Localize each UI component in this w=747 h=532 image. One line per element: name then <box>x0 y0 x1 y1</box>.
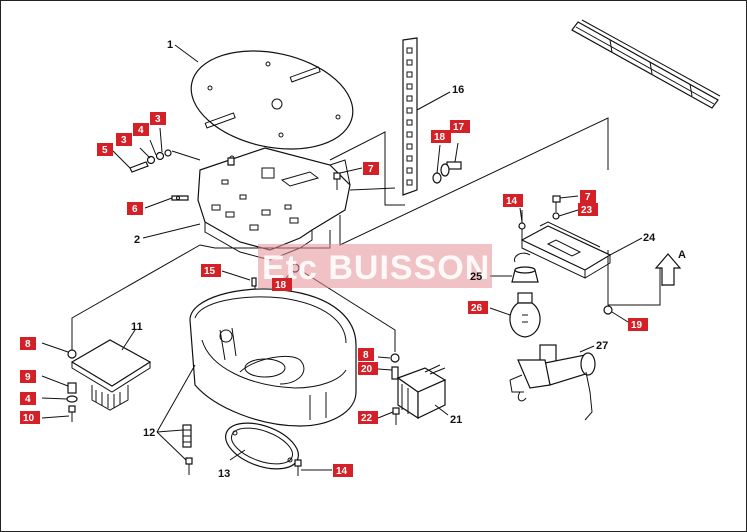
callout-20: 20 <box>361 364 373 375</box>
red-callout-22: 22 <box>358 411 378 424</box>
part-profile-rail <box>571 19 721 109</box>
red-callout-26: 26 <box>468 301 488 314</box>
red-callout-20: 20 <box>358 362 378 375</box>
callout-22: 22 <box>361 413 373 424</box>
red-callout-23: 23 <box>578 203 598 216</box>
red-callout-19: 19 <box>628 318 648 331</box>
red-callout-7a: 7 <box>363 162 379 175</box>
part-transformer <box>377 353 449 425</box>
part-screw-14-right <box>518 207 526 230</box>
red-callout-5: 5 <box>97 143 113 156</box>
plain-callouts: 1 2 11 12 13 16 21 24 25 27 <box>131 39 656 480</box>
red-callout-8b: 8 <box>358 348 374 361</box>
callout-26: 26 <box>471 303 483 314</box>
part-pin-15 <box>221 270 257 287</box>
callout-21: 21 <box>450 414 462 426</box>
callout-12: 12 <box>143 427 155 439</box>
part-nut-19-right <box>603 305 629 323</box>
part-cover <box>225 422 299 470</box>
callout-13: 13 <box>218 468 230 480</box>
part-left-fastener-stack <box>41 342 78 422</box>
callout-4a: 4 <box>138 125 144 136</box>
watermark-text: Etc BUISSON <box>262 249 490 287</box>
part-housing <box>189 288 357 427</box>
callout-14a: 14 <box>506 196 518 207</box>
part-screw-7-right <box>552 195 579 220</box>
red-callout-14b: 14 <box>333 464 353 477</box>
part-lamp-socket <box>490 252 539 283</box>
callout-10: 10 <box>23 413 35 424</box>
part-support-plate <box>142 147 351 261</box>
red-callout-14a: 14 <box>503 194 523 207</box>
callout-18b: 18 <box>275 280 287 291</box>
part-motor <box>509 344 596 421</box>
callout-11: 11 <box>131 321 143 333</box>
red-callout-6: 6 <box>127 202 143 215</box>
callout-3a: 3 <box>155 114 161 125</box>
callout-14b: 14 <box>336 466 348 477</box>
red-callout-7b: 7 <box>580 190 596 203</box>
part-circuit-board <box>70 329 152 411</box>
callout-15: 15 <box>204 266 216 277</box>
red-callout-9: 9 <box>20 370 36 383</box>
part-plate <box>174 44 354 150</box>
callout-3b: 3 <box>121 135 127 146</box>
part-lamp-bracket <box>520 221 643 279</box>
callout-4b: 4 <box>25 394 31 405</box>
callout-5: 5 <box>102 145 108 156</box>
callout-24: 24 <box>643 232 656 244</box>
callout-9: 9 <box>25 372 31 383</box>
callout-1: 1 <box>167 39 173 51</box>
callout-23: 23 <box>581 205 593 216</box>
red-callout-3a: 3 <box>150 112 166 125</box>
callout-19: 19 <box>631 320 643 331</box>
direction-arrow <box>654 253 682 286</box>
red-callout-8a: 8 <box>20 337 36 350</box>
part-small-fasteners <box>111 127 235 209</box>
direction-label: A <box>678 249 686 261</box>
red-callout-15: 15 <box>201 264 221 277</box>
callout-27: 27 <box>596 340 608 352</box>
red-callout-10: 10 <box>20 411 40 424</box>
watermark: Etc BUISSON <box>258 244 492 288</box>
part-slotted-rail <box>402 37 451 196</box>
callout-7b: 7 <box>585 192 591 203</box>
callout-8b: 8 <box>363 350 369 361</box>
red-callout-4b: 4 <box>20 392 36 405</box>
callout-16: 16 <box>452 84 464 96</box>
red-callout-18b: 18 <box>272 278 292 291</box>
callout-7a: 7 <box>368 164 374 175</box>
callout-8a: 8 <box>25 339 31 350</box>
part-bolt-washer <box>432 142 462 184</box>
callout-6: 6 <box>132 204 138 215</box>
callout-17: 17 <box>453 122 465 133</box>
red-callout-4a: 4 <box>133 123 149 136</box>
part-standoffs <box>156 364 196 475</box>
part-screw-7-left <box>333 167 363 190</box>
callout-2: 2 <box>134 234 140 246</box>
red-callout-18a: 18 <box>431 130 451 143</box>
callout-18a: 18 <box>434 132 446 143</box>
red-callouts: 3 3 4 5 6 7 7 8 <box>20 112 648 477</box>
part-screw-14-bottom <box>294 459 332 476</box>
red-callout-17: 17 <box>450 120 470 133</box>
red-callout-3b: 3 <box>116 133 132 146</box>
part-lamp-bulb <box>489 292 541 338</box>
callout-25: 25 <box>470 271 482 283</box>
